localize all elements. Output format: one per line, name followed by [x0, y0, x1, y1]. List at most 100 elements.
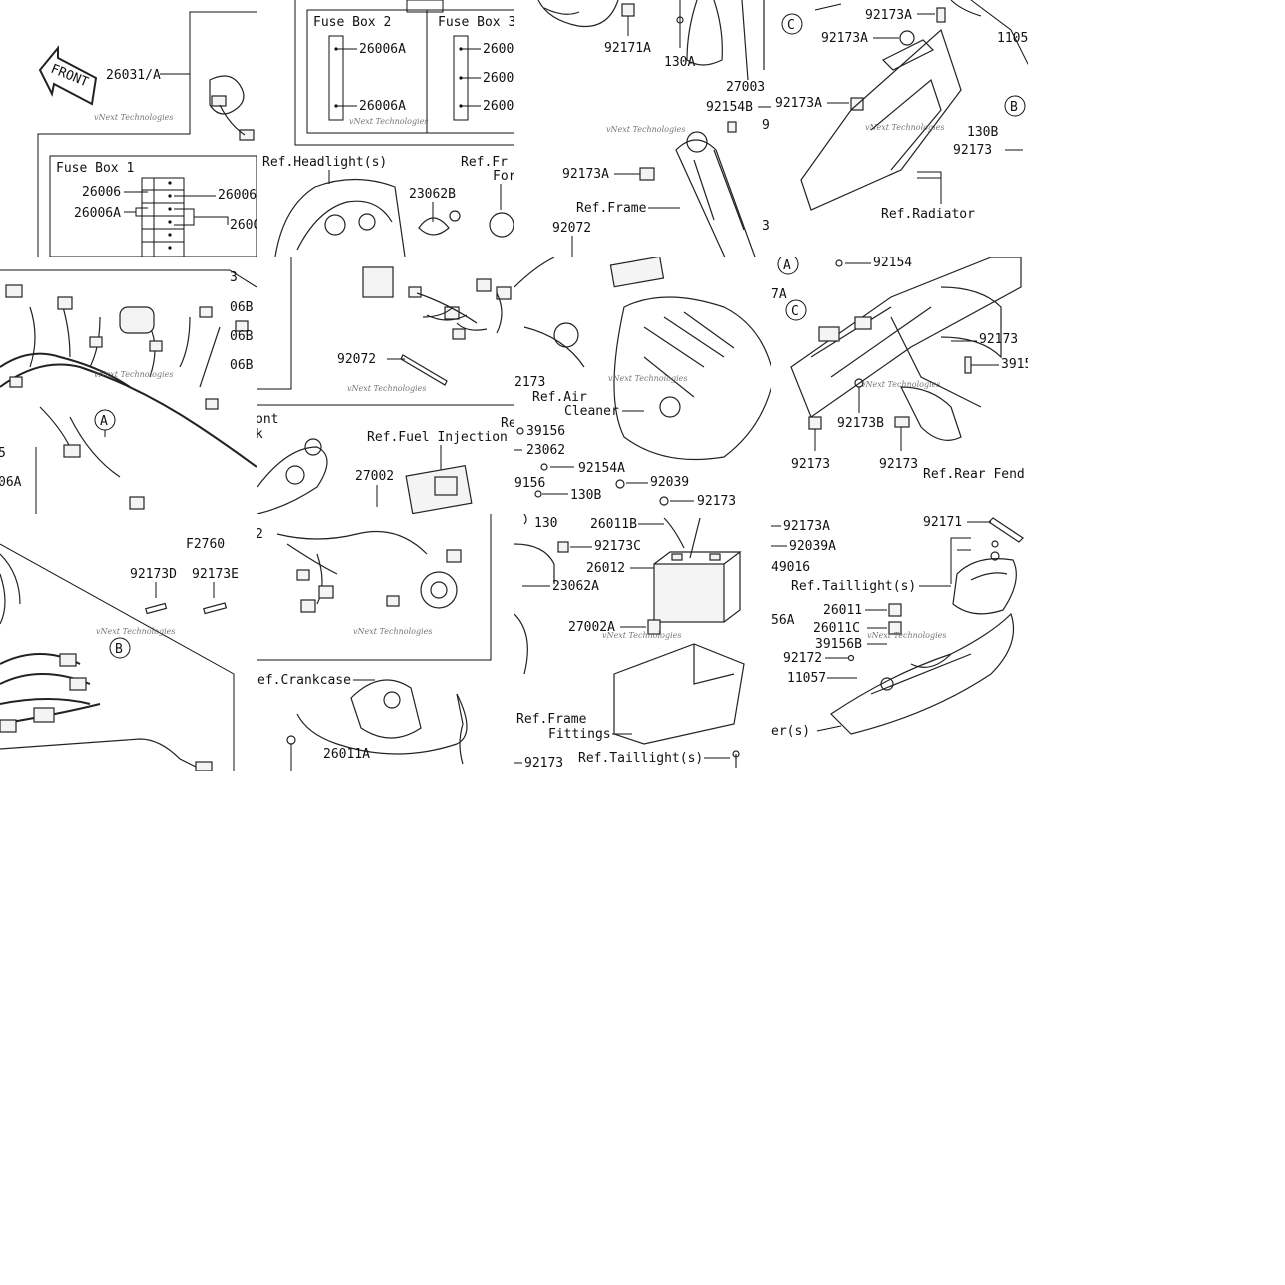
wiring-harness — [0, 296, 257, 478]
fuse-box-3-title: Fuse Box 3 — [438, 15, 514, 30]
frame-tube — [675, 131, 756, 257]
part-23062: 23062 — [526, 443, 565, 458]
tile-2-drawing: Fuse Box 2 Fuse Box 3 26006A 26006A 2600… — [262, 0, 514, 257]
tile-air-cleaner: 2173 Ref.Air Cleaner vNext Technologies … — [514, 257, 771, 514]
part-27003: 27003 — [726, 80, 765, 95]
part-2600-box3-c: 2600 — [483, 99, 514, 114]
ref-air: Ref.Air — [532, 390, 587, 405]
rear-subframe — [790, 257, 1022, 418]
part-23062b: 23062B — [409, 187, 456, 202]
tile-frame-front: 92171A 130A 27003 92154B 9 vNext Technol… — [514, 0, 771, 257]
part-26006a-left: 26006A — [74, 206, 121, 221]
tile-radiator: C 92173A 92173A 1105 B 92173A vNext Tech… — [771, 0, 1028, 257]
ref-front-fork-left-2: rk — [257, 427, 263, 442]
watermark: vNext Technologies — [608, 374, 687, 383]
part-56a: 56A — [771, 613, 795, 628]
callout-c-top: C — [787, 18, 795, 33]
ref-taillight: Ref.Taillight(s) — [791, 579, 916, 594]
ref-taillight-bottom: Ref.Taillight(s) — [578, 751, 703, 766]
part-5-edge: 5 — [0, 446, 6, 461]
part-92173a-second: 92173A — [821, 31, 868, 46]
callout-b-top: B — [1010, 100, 1018, 115]
tile-8-drawing: A 7A C 92154 92173 vNext Technologies 92… — [771, 257, 1028, 482]
part-92171a: 92171A — [604, 41, 651, 56]
watermark: vNext Technologies — [347, 384, 426, 393]
part-06a-edge: 06A — [0, 475, 22, 490]
part-26011a: 26011A — [323, 747, 370, 762]
watermark: vNext Technologies — [94, 113, 173, 122]
part-92154b: 92154B — [706, 100, 753, 115]
part-26012: 26012 — [586, 561, 625, 576]
battery-tray — [613, 643, 745, 745]
tile-rear-frame: A 7A C 92154 92173 vNext Technologies 92… — [771, 257, 1028, 514]
part-27002a: 27002A — [568, 620, 615, 635]
air-cleaner-box — [613, 296, 771, 461]
tile-sub-harness: F2760 92173D 92173E vNext Technologies B — [0, 514, 257, 771]
part-92154a: 92154A — [578, 461, 625, 476]
ref-front-fork: Ref.Fr — [461, 155, 508, 170]
ref-fender-tail: er(s) — [771, 724, 810, 739]
part-92173a-left: 92173A — [562, 167, 609, 182]
tile-11-drawing: 130 26011B 92173C 26012 23062A 27002A vN… — [514, 514, 745, 771]
part-26011: 26011 — [823, 603, 862, 618]
tile-12-drawing: 92173A 92039A 49016 56A 92171 Ref.Tailli… — [771, 515, 1024, 739]
watermark: vNext Technologies — [602, 631, 681, 640]
connector-harness — [209, 75, 255, 141]
part-06b-3: 06B — [230, 358, 254, 373]
headlight-unit — [274, 178, 406, 257]
part-3-edge: 3 — [762, 219, 770, 234]
tile-6-drawing: 92072 vNext Technologies ont rk Ref.Fuel… — [257, 257, 514, 514]
part-92171: 92171 — [923, 515, 962, 530]
battery — [653, 551, 742, 623]
ref-fuel-injection: Ref.Fuel Injection — [367, 430, 508, 445]
part-23062a: 23062A — [552, 579, 599, 594]
part-26031a: 26031/A — [106, 68, 161, 83]
ref-headlight: Ref.Headlight(s) — [262, 155, 387, 170]
callout-a-frame: A — [783, 258, 791, 273]
callout-a-harness: A — [100, 414, 108, 429]
ref-front-fork-2: For — [493, 169, 514, 184]
watermark: vNext Technologies — [865, 123, 944, 132]
part-9: 9 — [762, 118, 770, 133]
part-92173d: 92173D — [130, 567, 177, 582]
part-92173-right: 92173 — [953, 143, 992, 158]
watermark: vNext Technologies — [867, 631, 946, 640]
tile-main-harness: 3 06B 06B 06B vNext Technologies A 5 06A — [0, 257, 257, 514]
ref-re: Re — [501, 416, 514, 431]
part-26006-left: 26006 — [82, 185, 121, 200]
part-7a: 7A — [771, 287, 787, 302]
ignition-switch-harness — [276, 530, 462, 613]
sub-harness — [362, 266, 512, 340]
ref-rear-fender: Ref.Rear Fend — [923, 467, 1025, 482]
part-2-edge: 2 — [257, 527, 263, 542]
part-130: 130 — [534, 516, 557, 531]
engine-block — [537, 0, 619, 28]
watermark: vNext Technologies — [96, 627, 175, 636]
tile-3-drawing: 92171A 130A 27003 92154B 9 vNext Technol… — [537, 0, 771, 257]
rear-fender — [830, 612, 1015, 735]
watermark: vNext Technologies — [353, 627, 432, 636]
tile-7-drawing: 2173 Ref.Air Cleaner vNext Technologies … — [514, 257, 771, 509]
part-26006-right: 26006 — [218, 188, 257, 203]
part-130b-mid: 130B — [570, 488, 601, 503]
callout-c-frame: C — [791, 304, 799, 319]
part-92173b: 92173B — [837, 416, 884, 431]
part-3-edge-2: 3 — [230, 270, 238, 285]
part-92173-mid: 92173 — [697, 494, 736, 509]
part-39156: 39156 — [526, 424, 565, 439]
part-130b-top: 130B — [967, 125, 998, 140]
part-92072-tie: 92072 — [337, 352, 376, 367]
fuse-box-1-block — [141, 177, 185, 257]
tile-9-drawing: F2760 92173D 92173E vNext Technologies B — [0, 537, 239, 771]
tile-10-drawing: 2 vNext Technologies ef.Crankcase 26011A — [257, 514, 492, 771]
part-06b-1: 06B — [230, 300, 254, 315]
part-1105: 1105 — [997, 31, 1028, 46]
taillight-unit — [952, 558, 1017, 615]
sub-harness-wires — [0, 653, 213, 771]
watermark: vNext Technologies — [94, 370, 173, 379]
tile-fuse-box-2-3: Fuse Box 2 Fuse Box 3 26006A 26006A 2600… — [257, 0, 514, 257]
steering-stem — [257, 438, 328, 514]
part-92173-bottom: 92173 — [524, 756, 563, 771]
part-92039a: 92039A — [789, 539, 836, 554]
ref-crankcase: ef.Crankcase — [257, 673, 351, 688]
